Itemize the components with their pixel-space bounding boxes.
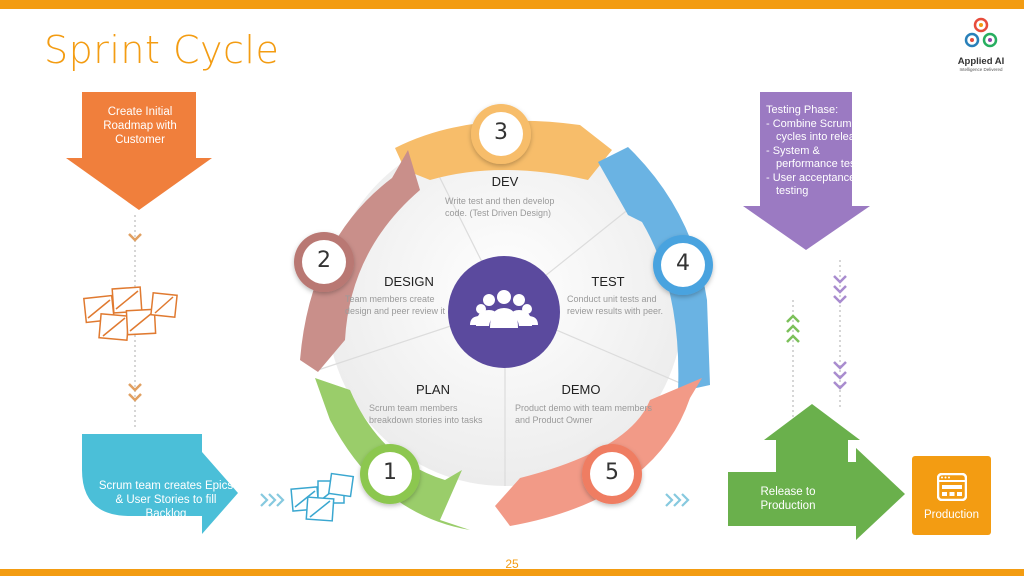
company-logo: Applied AI Intelligence Delivered — [950, 16, 1012, 76]
sticky-notes-icon — [290, 472, 355, 522]
number-badge-3 — [471, 104, 531, 164]
step-number: 3 — [494, 120, 508, 145]
logo-tagline: Intelligence Delivered — [959, 67, 1003, 72]
testing-phase-item: - User acceptance testing — [766, 171, 856, 198]
chevron-down-icon — [128, 233, 142, 242]
testing-phase-heading: Testing Phase: — [766, 104, 839, 116]
slide-title: Sprint Cycle — [44, 28, 280, 72]
chevron-right-icon — [665, 493, 690, 507]
bottom-accent-bar — [0, 569, 1024, 576]
step-number: 1 — [383, 460, 397, 485]
sticky-notes-icon — [82, 286, 178, 341]
backlog-arrow — [82, 434, 238, 534]
testing-phase-item: - Combine Scrum cycles into release — [766, 117, 867, 144]
number-badge-2 — [294, 232, 354, 292]
team-icon — [470, 290, 538, 328]
roadmap-text: Create Initial Roadmap with Customer — [103, 106, 177, 146]
segment-title-dev: DEV — [491, 174, 519, 189]
roadmap-arrow — [66, 92, 212, 210]
chevron-down-icon — [833, 275, 847, 390]
segment-desc-design: Team members create design and peer revi… — [345, 294, 446, 316]
production-label: Production — [924, 509, 979, 521]
logo-icon — [964, 17, 998, 48]
step-number: 5 — [605, 460, 619, 485]
testing-phase-list: - Combine Scrum cycles into release - Sy… — [766, 118, 878, 199]
chevron-right-icon — [260, 493, 285, 507]
number-badge-4 — [653, 235, 713, 295]
top-accent-bar — [0, 0, 1024, 9]
browser-window-icon — [937, 473, 967, 501]
segment-desc-test: Conduct unit tests and review results wi… — [567, 294, 664, 316]
testing-arrow — [743, 92, 870, 250]
segment-title-demo: DEMO — [561, 382, 601, 397]
step-number: 2 — [317, 248, 331, 273]
ring-segment-test — [598, 147, 710, 392]
number-badge-5 — [582, 444, 642, 504]
production-box: Production — [912, 456, 991, 535]
backlog-text: Scrum team creates Epics & User Stories … — [98, 480, 234, 520]
ring-segment-design — [300, 150, 420, 372]
segment-desc-demo: Product demo with team members and Produ… — [515, 403, 653, 425]
segment-title-design: DESIGN — [384, 274, 434, 289]
testing-phase-item: - System & performance testing — [766, 144, 874, 171]
release-text: Release to Production — [760, 486, 816, 512]
segment-title-test: TEST — [591, 274, 625, 289]
logo-name: Applied AI — [957, 56, 1005, 67]
segment-desc-dev: Write test and then develop code. (Test … — [445, 196, 555, 218]
testing-phase-text: Testing Phase: - Combine Scrum cycles in… — [766, 104, 878, 199]
step-number: 4 — [676, 251, 690, 276]
chevron-up-icon — [786, 314, 800, 343]
page-number: 25 — [505, 557, 519, 571]
segment-desc-plan: Scrum team members breakdown stories int… — [369, 403, 483, 425]
release-arrow — [728, 404, 905, 540]
segment-title-plan: PLAN — [416, 382, 450, 397]
number-badge-1 — [360, 444, 420, 504]
chevron-down-icon — [128, 383, 142, 402]
